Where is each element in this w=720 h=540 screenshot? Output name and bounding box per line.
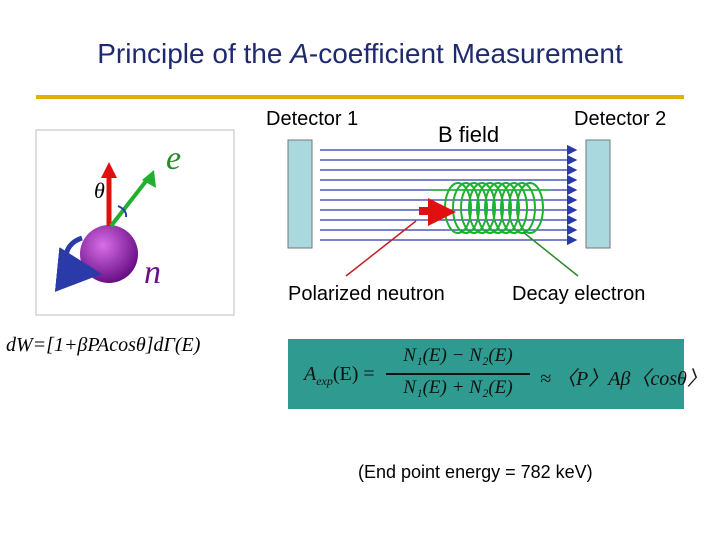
- electron-symbol: e: [166, 140, 182, 177]
- rate-formula: dW=[1+βPAcosθ]dΓ(E): [6, 334, 201, 356]
- fraction-bar: [386, 373, 530, 375]
- detector-2: [585, 139, 611, 249]
- decay-electron-label: Decay electron: [512, 283, 646, 305]
- asym-lhs-sub: exp: [316, 374, 333, 388]
- decay-inset-box: [35, 129, 235, 316]
- rotation-arrow: [54, 235, 102, 292]
- asym-numerator: N₁(E) − N₂(E): [403, 345, 513, 366]
- asymmetry-formula-box: Aexp(E) = N₁(E) − N₂(E) N₁(E) + N₂(E) ≈ …: [288, 339, 707, 409]
- theta-arc: [117, 205, 128, 218]
- spin-arrow-head: [101, 162, 117, 178]
- theta-label: θ: [94, 178, 105, 203]
- electron-arrow: [109, 174, 152, 228]
- asym-lhs: Aexp(E) =: [304, 363, 375, 389]
- polarized-neutron-label: Polarized neutron: [288, 283, 445, 305]
- neutron-symbol: n: [144, 254, 161, 291]
- title-italic: A: [290, 38, 309, 69]
- neutron-sphere: [80, 225, 138, 283]
- detector-1-label: Detector 1: [266, 108, 359, 130]
- title-prefix: Principle of the: [97, 38, 291, 69]
- bfield-label: B field: [438, 122, 500, 147]
- title-suffix: -coefficient Measurement: [308, 38, 623, 69]
- title-underline: [36, 95, 684, 99]
- slide-title: Principle of the A-coefficient Measureme…: [0, 38, 720, 70]
- detector-1: [287, 139, 313, 249]
- asym-rhs: ≈ 〈P〉Aβ〈cosθ〉: [540, 368, 707, 390]
- asym-lhs-symbol: A: [304, 363, 317, 385]
- electron-helix: [444, 182, 544, 234]
- neutron-pointer: [345, 220, 417, 277]
- detector-2-label: Detector 2: [574, 108, 667, 130]
- electron-pointer: [522, 231, 579, 277]
- asym-denominator: N₁(E) + N₂(E): [403, 377, 513, 398]
- asym-lhs-arg: (E) =: [332, 363, 375, 385]
- endpoint-energy-note: (End point energy = 782 keV): [358, 462, 593, 482]
- electron-arrow-head: [142, 170, 156, 188]
